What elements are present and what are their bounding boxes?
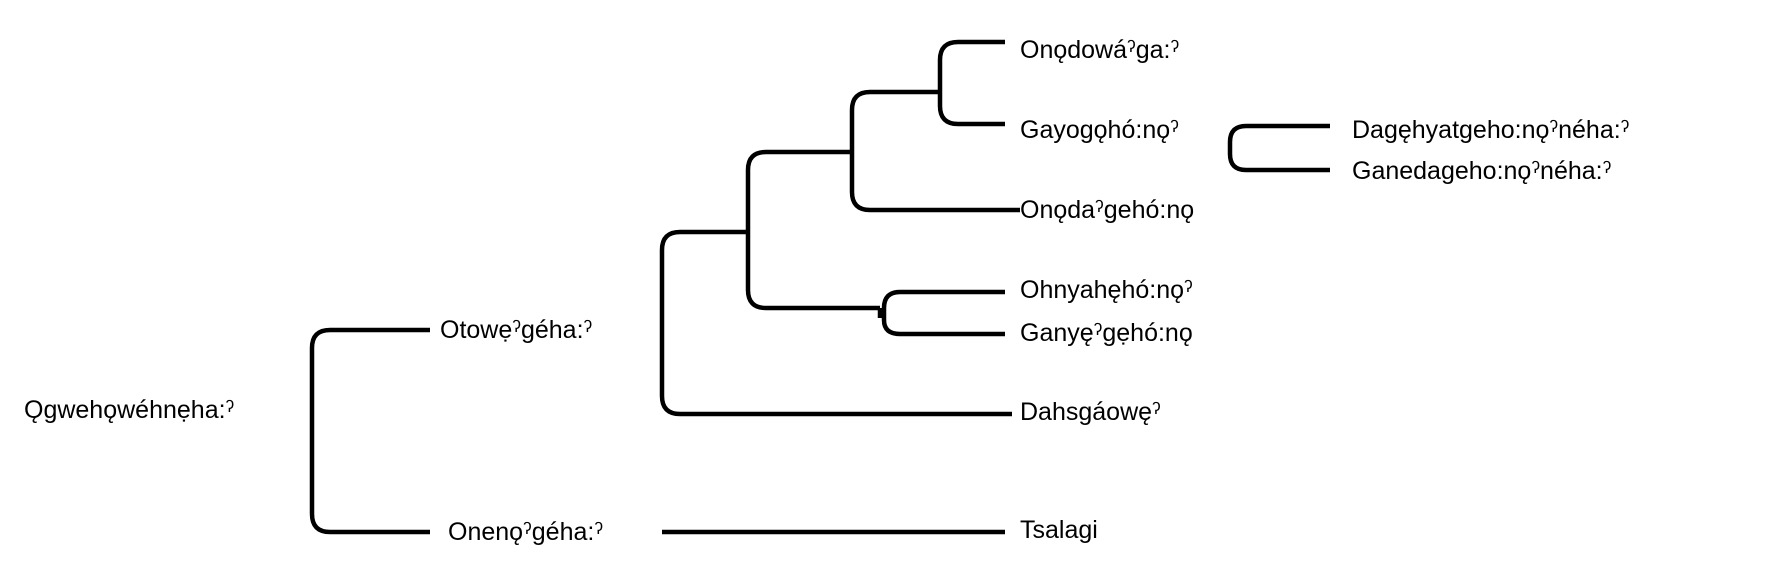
onenq-label: Onenǫˀgéha:ˀ	[448, 518, 603, 546]
root-bracket	[309, 327, 430, 535]
onqdowaga-gayogoho-bracket	[937, 39, 1005, 127]
leaf-ganedageho: Ganedageho:nǫˀnéha:ˀ	[1352, 157, 1611, 185]
leaf-dahsgaowe: Dahsgáowęˀ	[1020, 398, 1161, 426]
leaf-ohnyaheho: Ohnyahęhó:nǫˀ	[1020, 276, 1193, 304]
ohnyaheho-ganyegeho-bracket	[881, 289, 1005, 337]
leaf-dagehyatgeho: Dagęhyatgeho:nǫˀnéha:ˀ	[1352, 116, 1629, 144]
core-bracket	[745, 149, 850, 232]
otowe-label: Otowẹˀgéha:ˀ	[440, 316, 592, 344]
leaf-tsalagi: Tsalagi	[1020, 516, 1098, 544]
leaf-gayogoho: Gayogǫhó:nǫˀ	[1020, 116, 1179, 144]
root-label: Ǫgwehǫwéhnẹha:ˀ	[24, 396, 234, 424]
leaf-onqdagehono: Onǫdaˀgehó:nǫ	[1020, 196, 1194, 224]
leaf-onqdowaga: Onǫdowáˀga:ˀ	[1020, 36, 1179, 64]
leaf-ganyegeho: Ganyęˀgẹhó:nǫ	[1020, 319, 1193, 347]
cayuga-dialect-bracket	[1227, 123, 1330, 173]
otowe-bracket	[659, 229, 1012, 417]
onqdowaga-onqdagehono-bracket	[849, 89, 1020, 213]
core-bracket-lower	[745, 232, 880, 311]
